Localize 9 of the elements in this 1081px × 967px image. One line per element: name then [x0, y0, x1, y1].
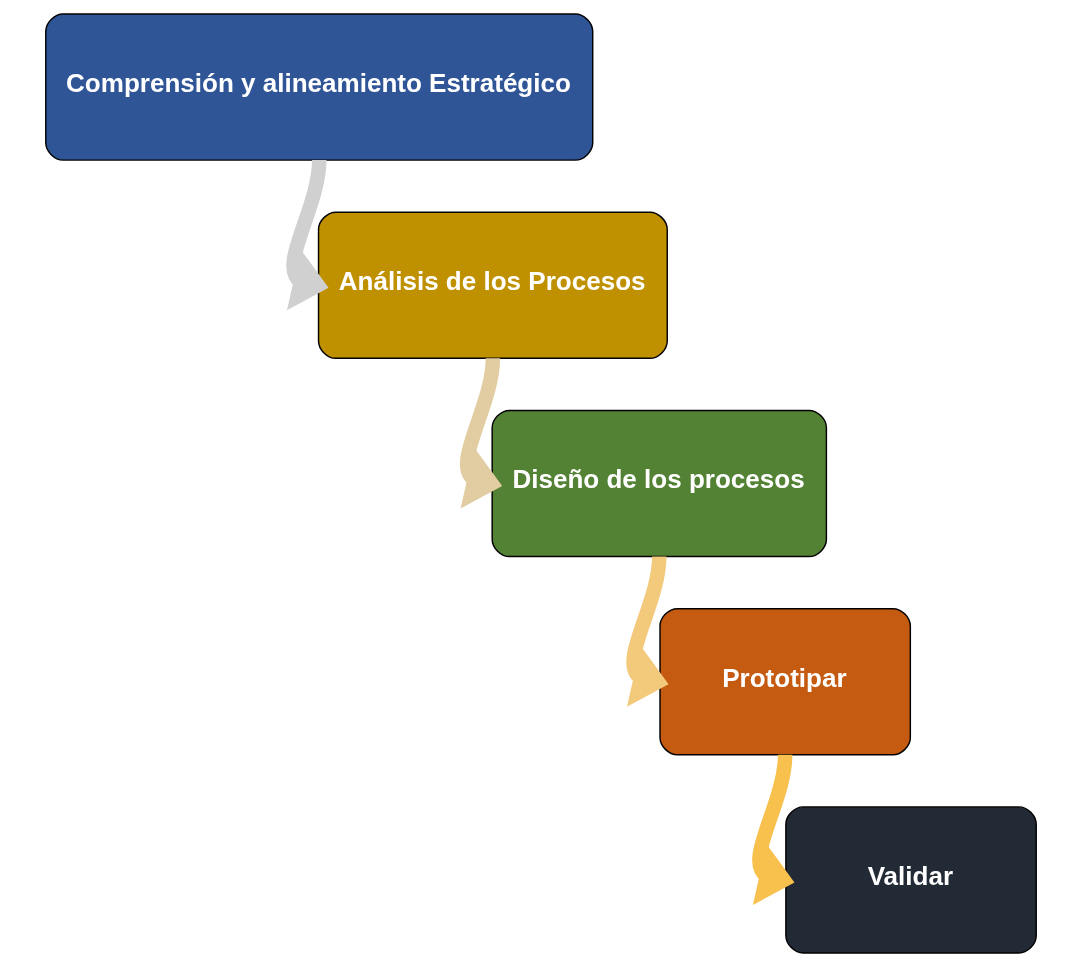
- arrow: [625, 556, 669, 707]
- arrow: [459, 357, 502, 509]
- arrow: [751, 754, 794, 905]
- node-box: Diseño de los procesos: [490, 409, 827, 558]
- node-box: Validar: [784, 806, 1037, 954]
- node-box: Prototipar: [658, 607, 911, 756]
- node-box: Análisis de los Procesos: [317, 211, 668, 360]
- node-box: Comprensión y alineamiento Estratégico: [44, 13, 593, 161]
- arrow: [285, 159, 329, 311]
